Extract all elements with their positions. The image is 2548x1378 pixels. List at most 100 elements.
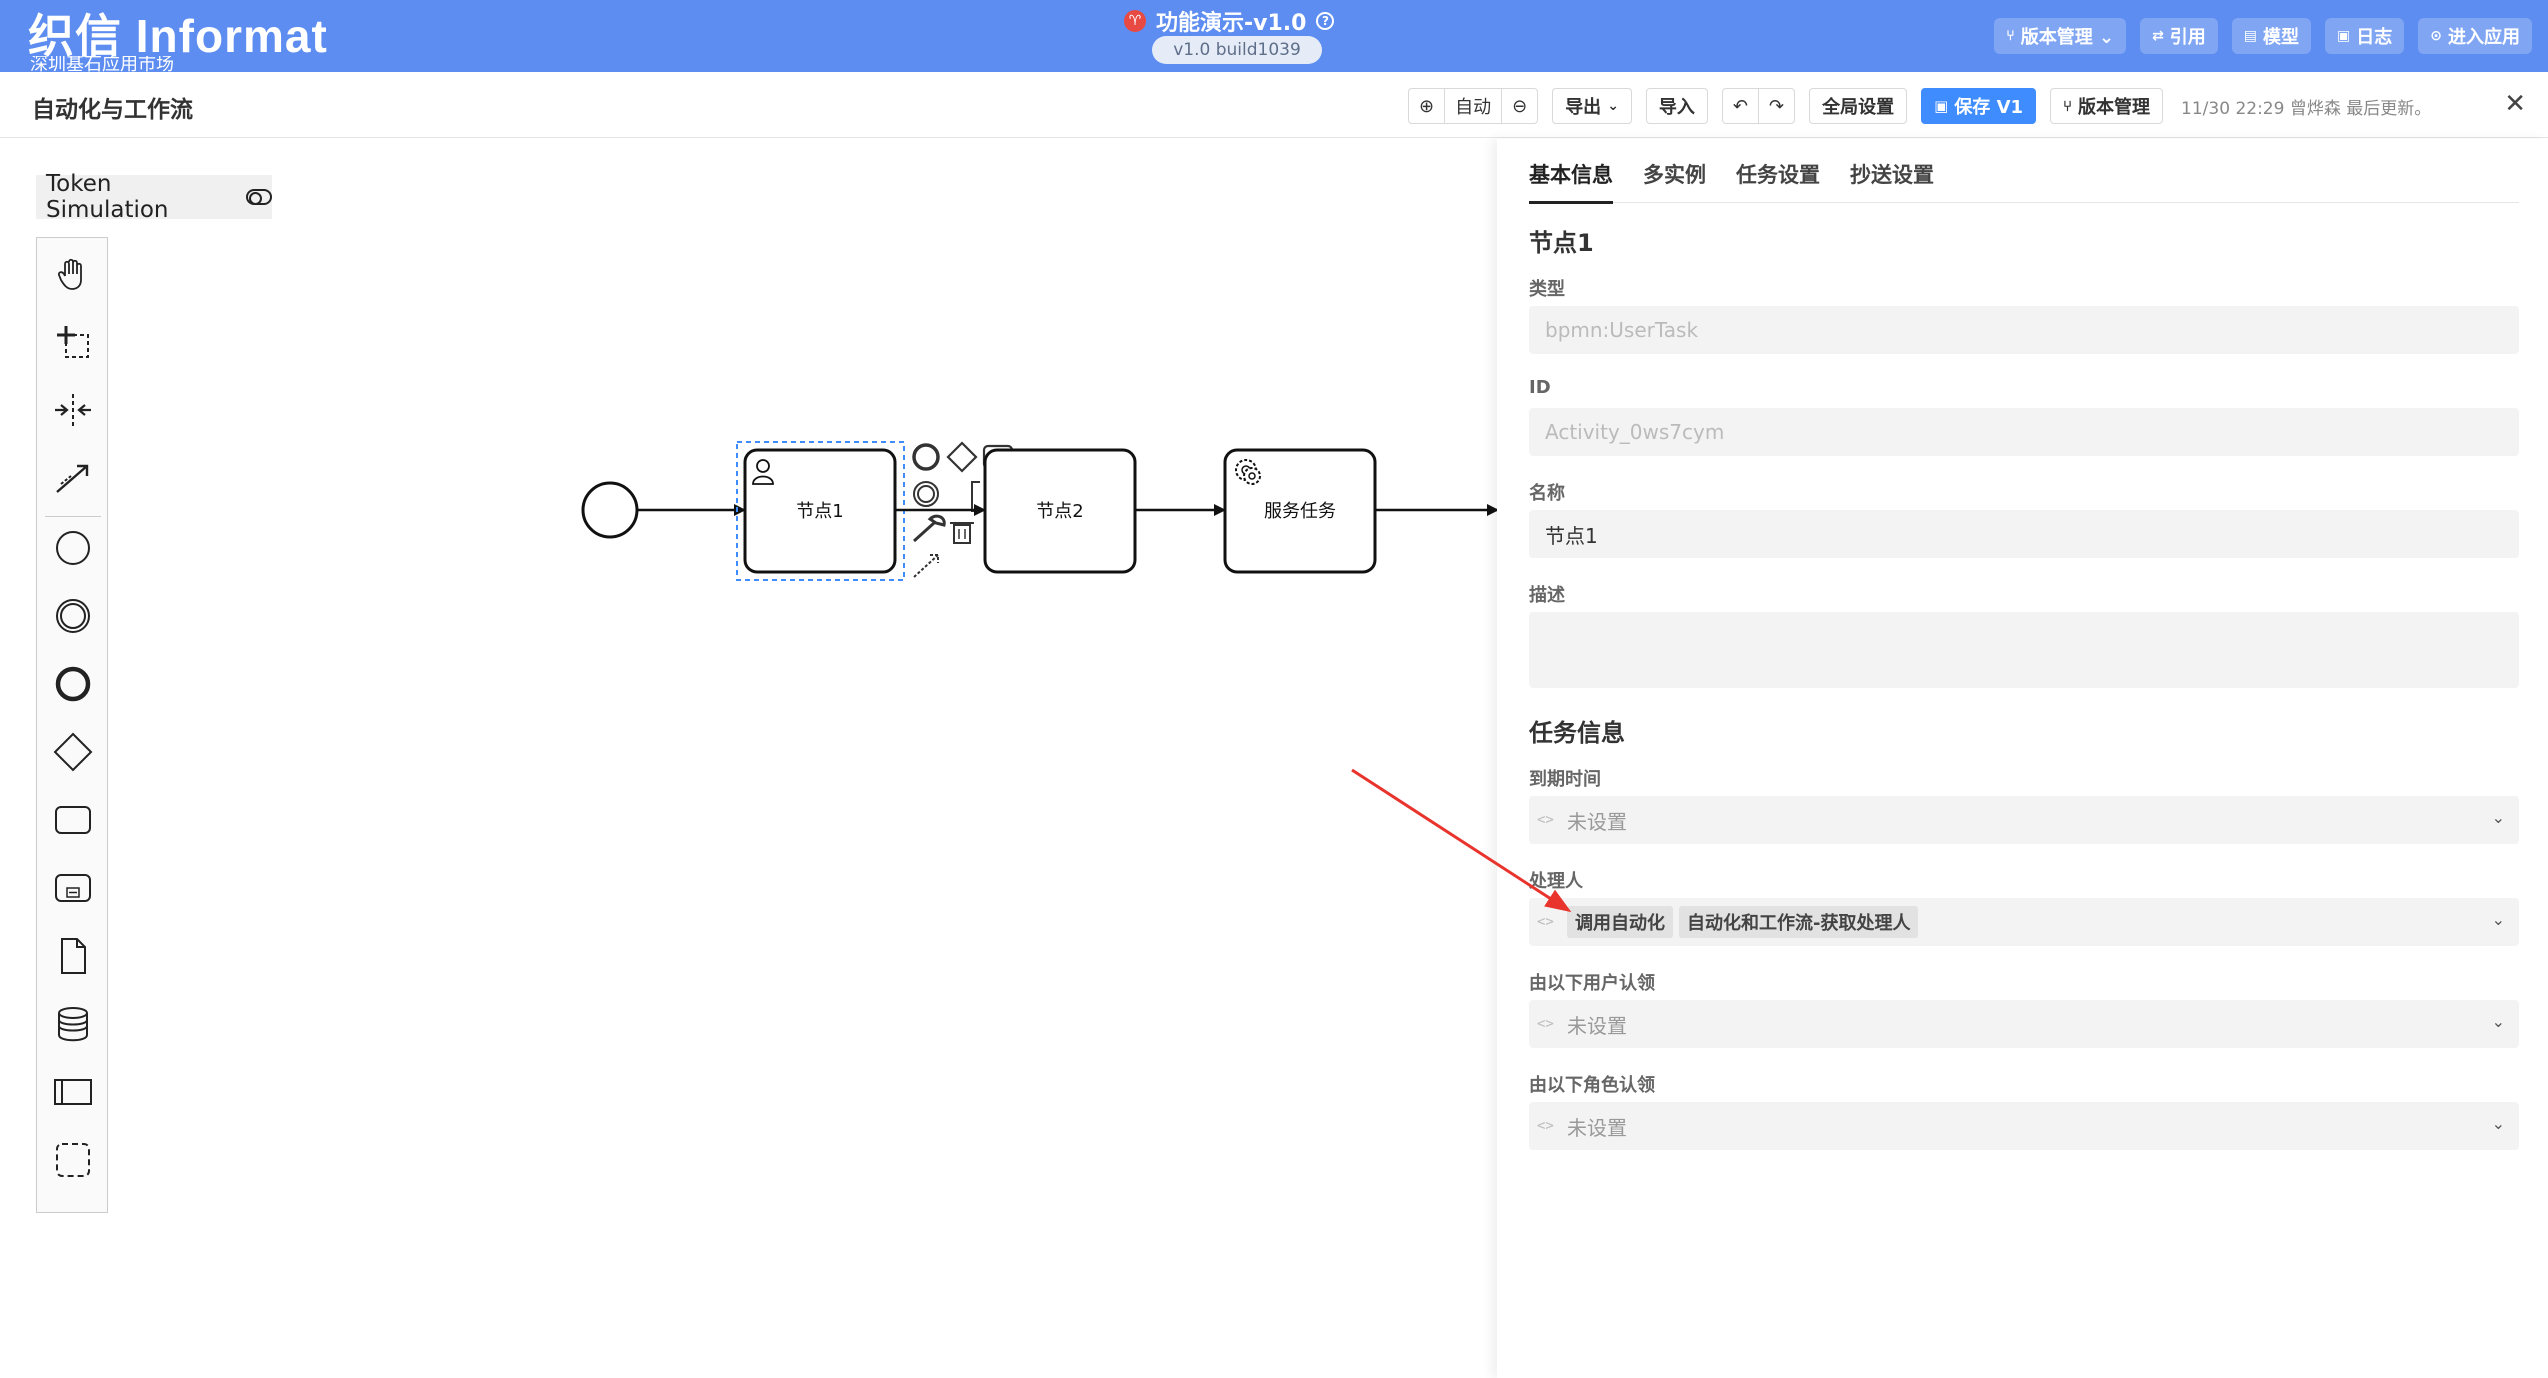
node1-label: 节点1 — [796, 501, 843, 522]
build-badge: v1.0 build1039 — [1152, 36, 1322, 64]
bpmn-canvas[interactable]: 节点1 节点2 服务任务 — [0, 139, 1497, 1378]
enter-app-button[interactable]: ⊙进入应用 — [2418, 18, 2532, 54]
chevron-down-icon: ⌄ — [2491, 910, 2505, 929]
service-task-label: 服务任务 — [1264, 501, 1336, 522]
enter-icon: ⊙ — [2430, 28, 2442, 44]
user-task-icon — [752, 459, 774, 485]
space-tool-icon[interactable] — [37, 382, 109, 438]
name-label: 名称 — [1529, 483, 1565, 504]
brand-logo: 织信 Informat — [28, 10, 328, 62]
start-event[interactable] — [581, 481, 639, 539]
import-button[interactable]: 导入 — [1645, 88, 1708, 124]
editor-toolbar: ⊕ 自动 ⊖ 导出⌄ 导入 ↶ ↷ 全局设置 ▣保存 V1 ⑂版本管理 11/3… — [1408, 88, 2431, 124]
name-field[interactable]: 节点1 — [1529, 510, 2519, 558]
gateway-tool-icon[interactable] — [37, 724, 109, 780]
close-icon[interactable]: ✕ — [2504, 89, 2526, 119]
properties-panel: 基本信息 多实例 任务设置 抄送设置 节点1 类型 bpmn:UserTask … — [1497, 139, 2548, 1378]
last-updated-text: 11/30 22:29 曾烨森 最后更新。 — [2181, 98, 2432, 119]
app-top-bar: 织信 Informat 深圳基石应用市场 ♈ 功能演示-v1.0 ? v1.0 … — [0, 0, 2548, 72]
description-field[interactable] — [1529, 612, 2519, 688]
pool-tool-icon[interactable] — [37, 1064, 109, 1120]
zoom-auto-button[interactable]: 自动 — [1444, 89, 1501, 123]
intermediate-inner-ring — [917, 485, 935, 503]
type-field: bpmn:UserTask — [1529, 306, 2519, 354]
claim-roles-select[interactable]: <> 未设置 ⌄ — [1529, 1102, 2519, 1150]
append-text-annotation-icon[interactable] — [971, 481, 980, 512]
chevron-down-icon: ⌄ — [2491, 1114, 2505, 1133]
intermediate-event-tool-icon[interactable] — [37, 588, 109, 644]
tab-cc-settings[interactable]: 抄送设置 — [1850, 163, 1934, 187]
reference-icon: ⇄ — [2152, 28, 2164, 44]
branch-icon: ⑂ — [2006, 28, 2015, 44]
change-type-wrench-icon[interactable] — [912, 514, 946, 543]
editor-header: 自动化与工作流 ⊕ 自动 ⊖ 导出⌄ 导入 ↶ ↷ 全局设置 ▣保存 V1 ⑂版… — [0, 72, 2548, 138]
token-simulation-toggle[interactable]: Token Simulation — [36, 171, 272, 223]
save-button[interactable]: ▣保存 V1 — [1921, 88, 2037, 124]
service-task-gear-icon — [1235, 459, 1261, 485]
assignee-tag: 自动化和工作流-获取处理人 — [1679, 906, 1919, 938]
branch-icon: ⑂ — [2063, 97, 2073, 115]
hand-tool-icon[interactable] — [37, 246, 109, 302]
chevron-down-icon: ⌄ — [2491, 1012, 2505, 1031]
export-button[interactable]: 导出⌄ — [1552, 88, 1632, 124]
id-label: ID — [1529, 377, 1551, 398]
node-title: 节点1 — [1529, 229, 1594, 257]
type-label: 类型 — [1529, 279, 1565, 300]
brand-subtitle: 深圳基石应用市场 — [30, 56, 174, 72]
tab-task-settings[interactable]: 任务设置 — [1736, 163, 1820, 187]
expression-icon[interactable]: <> — [1537, 812, 1554, 828]
connect-arrow-icon[interactable] — [913, 554, 939, 578]
subprocess-tool-icon[interactable] — [37, 860, 109, 916]
append-end-event-icon[interactable] — [912, 443, 940, 471]
app-title-text: 功能演示-v1.0 — [1156, 11, 1307, 36]
tab-multi-instance[interactable]: 多实例 — [1643, 163, 1706, 187]
expression-icon[interactable]: <> — [1537, 914, 1554, 930]
assignee-label: 处理人 — [1529, 871, 1583, 892]
claim-users-value: 未设置 — [1567, 1013, 1627, 1038]
help-icon[interactable]: ? — [1316, 12, 1335, 30]
zoom-controls: ⊕ 自动 ⊖ — [1408, 88, 1539, 124]
global-settings-button[interactable]: 全局设置 — [1809, 88, 1908, 124]
version-management-button[interactable]: ⑂版本管理 ⌄ — [1994, 18, 2127, 54]
global-connect-tool-icon[interactable] — [37, 450, 109, 506]
task-tool-icon[interactable] — [37, 792, 109, 848]
top-actions: ⑂版本管理 ⌄ ⇄引用 ▤模型 ▣日志 ⊙进入应用 — [1994, 18, 2532, 54]
expression-icon[interactable]: <> — [1537, 1118, 1554, 1134]
page-title: 自动化与工作流 — [32, 97, 193, 123]
undo-icon[interactable]: ↶ — [1732, 95, 1749, 117]
append-intermediate-event-icon[interactable] — [913, 481, 939, 507]
append-gateway-icon[interactable] — [946, 441, 978, 473]
panel-tabs: 基本信息 多实例 任务设置 抄送设置 — [1529, 157, 2519, 204]
description-label: 描述 — [1529, 585, 1565, 606]
due-time-label: 到期时间 — [1529, 769, 1601, 790]
end-event-tool-icon[interactable] — [37, 656, 109, 712]
app-title[interactable]: ♈ 功能演示-v1.0 ? — [1124, 4, 1335, 38]
data-store-tool-icon[interactable] — [37, 996, 109, 1052]
start-event-tool-icon[interactable] — [37, 520, 109, 576]
assignee-select[interactable]: <> 调用自动化 自动化和工作流-获取处理人 ⌄ — [1529, 898, 2519, 946]
delete-trash-icon[interactable] — [950, 522, 974, 544]
token-simulation-label: Token Simulation — [46, 171, 169, 223]
claim-roles-label: 由以下角色认领 — [1529, 1075, 1655, 1096]
reference-button[interactable]: ⇄引用 — [2140, 18, 2218, 54]
chevron-down-icon: ⌄ — [1607, 98, 1619, 114]
due-time-value: 未设置 — [1567, 809, 1627, 834]
lasso-tool-icon[interactable] — [37, 314, 109, 370]
group-tool-icon[interactable] — [37, 1132, 109, 1188]
history-controls: ↶ ↷ — [1721, 88, 1796, 124]
version-management-header-button[interactable]: ⑂版本管理 — [2050, 88, 2164, 124]
model-button[interactable]: ▤模型 — [2231, 18, 2312, 54]
task-info-section-title: 任务信息 — [1529, 719, 1625, 747]
zoom-in-icon[interactable]: ⊕ — [1419, 95, 1435, 117]
expression-icon[interactable]: <> — [1537, 1016, 1554, 1032]
claim-roles-value: 未设置 — [1567, 1115, 1627, 1140]
due-time-select[interactable]: <> 未设置 ⌄ — [1529, 796, 2519, 844]
tab-basic-info[interactable]: 基本信息 — [1529, 157, 1613, 204]
claim-users-select[interactable]: <> 未设置 ⌄ — [1529, 1000, 2519, 1048]
palette-separator — [45, 516, 101, 517]
redo-icon[interactable]: ↷ — [1758, 89, 1794, 123]
zoom-out-icon[interactable]: ⊖ — [1501, 89, 1537, 123]
log-button[interactable]: ▣日志 — [2325, 18, 2405, 54]
model-icon: ▤ — [2243, 28, 2258, 44]
data-object-tool-icon[interactable] — [37, 928, 109, 984]
